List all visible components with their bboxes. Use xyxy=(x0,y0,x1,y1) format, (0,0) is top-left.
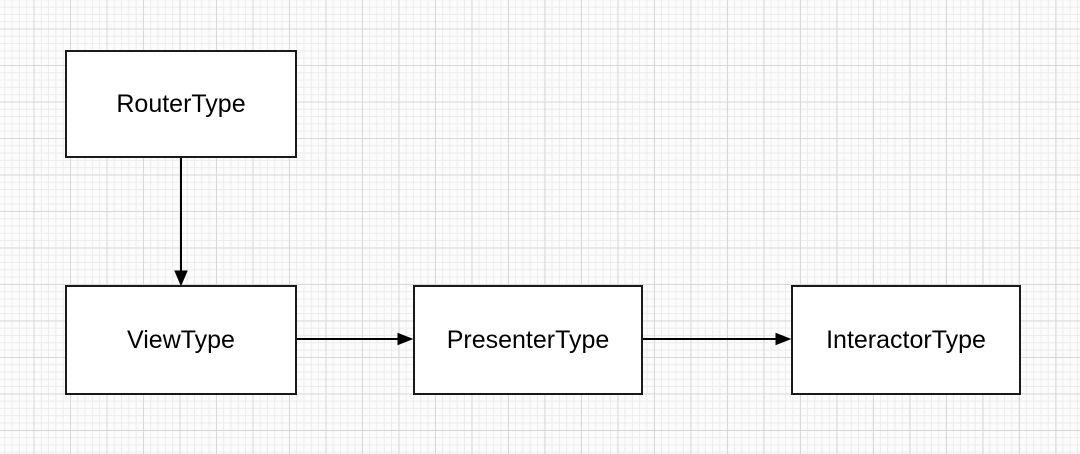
edge-router-to-view[interactable] xyxy=(174,158,188,287)
node-router-type-label: RouterType xyxy=(116,89,246,118)
edge-view-to-presenter[interactable] xyxy=(297,332,414,346)
node-interactor-type[interactable]: InteractorType xyxy=(791,285,1021,395)
node-presenter-type[interactable]: PresenterType xyxy=(413,285,643,395)
arrowhead-right-icon xyxy=(775,332,792,346)
node-view-type[interactable]: ViewType xyxy=(65,285,297,395)
node-presenter-type-label: PresenterType xyxy=(446,325,610,354)
arrowhead-right-icon xyxy=(397,332,414,346)
node-view-type-label: ViewType xyxy=(127,325,235,354)
node-interactor-type-label: InteractorType xyxy=(826,325,986,354)
node-router-type[interactable]: RouterType xyxy=(65,50,297,158)
arrowhead-down-icon xyxy=(174,270,188,287)
edge-presenter-to-interactor[interactable] xyxy=(643,332,792,346)
